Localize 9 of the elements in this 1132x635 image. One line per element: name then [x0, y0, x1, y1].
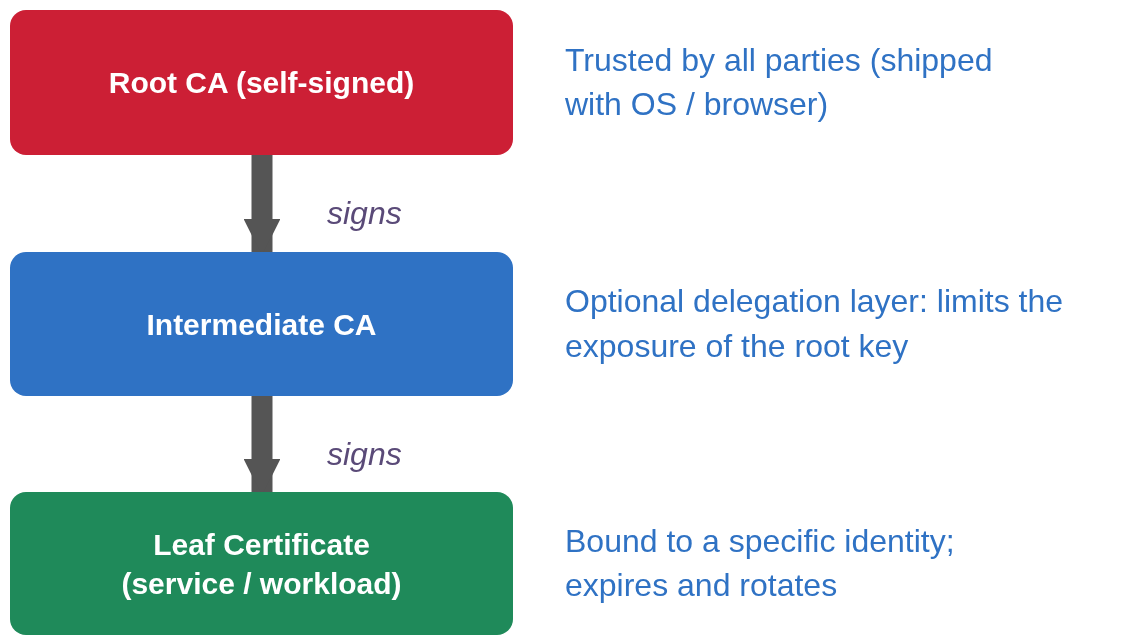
- ca-box: [10, 492, 513, 635]
- ca-box: [10, 252, 513, 396]
- box-title: Leaf Certificate (service / workload): [120, 526, 403, 602]
- box-title: Intermediate CA: [146, 306, 377, 343]
- box-title: Root CA (self-signed): [108, 65, 415, 101]
- description-text: Optional delegation layer: limits the exposure of the root key: [565, 282, 1065, 366]
- description-text: Trusted by all parties (shipped with OS / browser): [565, 40, 994, 125]
- ca-box: [10, 10, 513, 155]
- description-text: Bound to a specific identity; expires and rotates: [565, 521, 956, 606]
